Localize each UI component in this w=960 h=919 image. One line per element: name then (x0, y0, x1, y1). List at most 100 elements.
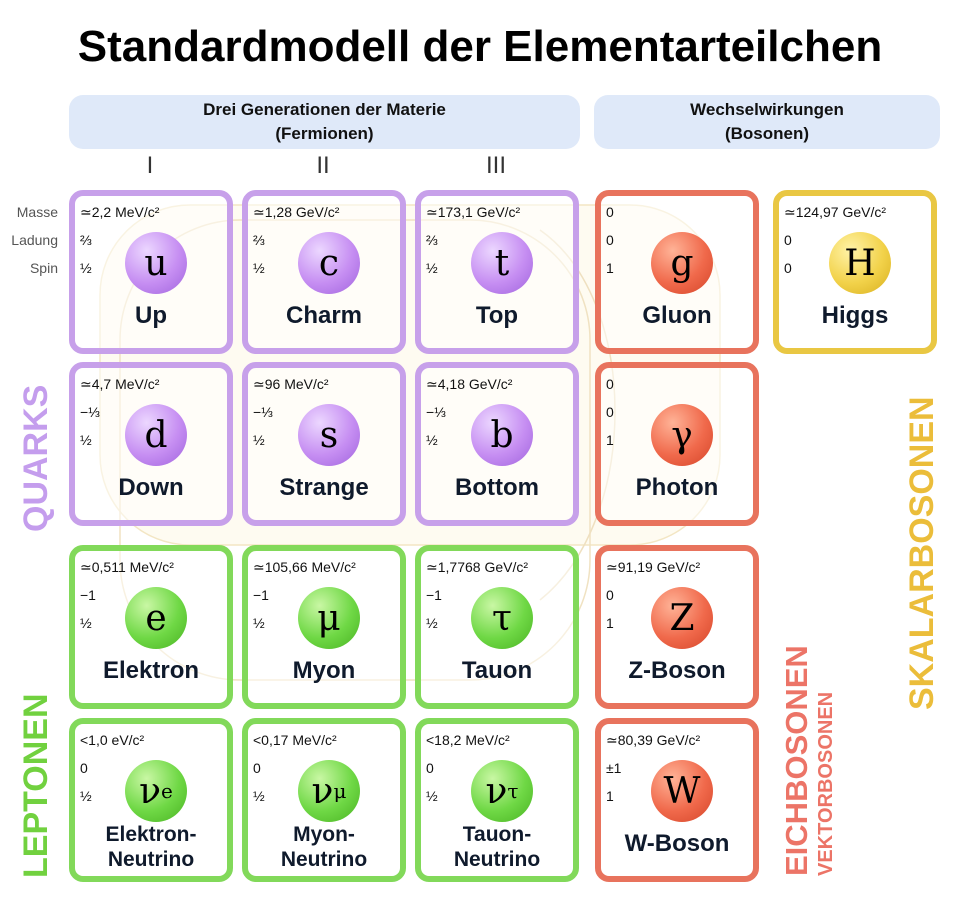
particle-mass: ≃96 MeV/c² (253, 376, 329, 392)
generation-1-label: I (146, 152, 154, 179)
particle-spin: ½ (80, 788, 92, 804)
particle-name-line1: Elektron- (105, 823, 197, 846)
particle-mass: ≃124,97 GeV/c² (784, 204, 887, 220)
particle-spin: ½ (253, 432, 265, 448)
symbol-main: ν (139, 770, 162, 812)
symbol-main: ν (311, 770, 334, 812)
particle-mass: ≃173,1 GeV/c² (426, 204, 521, 220)
particle-name: Charm (285, 302, 363, 329)
particle-name-line2: Neutrino (107, 848, 195, 871)
particle-spin: ½ (253, 615, 265, 631)
particle-name: Z-Boson (628, 657, 726, 684)
particle-charge: 0 (80, 760, 88, 776)
bosons-header-line1: Wechselwirkungen (690, 100, 844, 119)
particle-symbol: b (471, 404, 533, 466)
particle-card-electron[interactable]: ≃0,511 MeV/c² −1 ½ e Elektron (69, 545, 233, 709)
particle-spin: ½ (426, 260, 438, 276)
particle-symbol: γ (651, 404, 713, 466)
symbol-main: ν (485, 770, 508, 812)
particle-charge: −⅓ (253, 404, 273, 420)
particle-name: Myon-Neutrino (248, 822, 400, 872)
particle-card-bottom[interactable]: ≃4,18 GeV/c² −⅓ ½ b Bottom (415, 362, 579, 526)
particle-spin: ½ (253, 788, 265, 804)
particle-charge: −⅓ (426, 404, 446, 420)
particle-name: Top (475, 302, 519, 329)
particle-charge: ⅔ (80, 232, 92, 248)
particle-card-muon[interactable]: ≃105,66 MeV/c² −1 ½ μ Myon (242, 545, 406, 709)
particle-spin: ½ (426, 788, 438, 804)
particle-symbol: Z (651, 587, 713, 649)
particle-charge: ⅔ (426, 232, 438, 248)
particle-name-line2: Neutrino (280, 848, 368, 871)
particle-spin: 1 (606, 260, 614, 276)
particle-card-strange[interactable]: ≃96 MeV/c² −⅓ ½ s Strange (242, 362, 406, 526)
particle-name: Photon (635, 474, 719, 501)
particle-mass: 0 (606, 376, 614, 392)
particle-name: Down (118, 474, 184, 501)
particle-card-photon[interactable]: 0 0 1 γ Photon (595, 362, 759, 526)
scalar-bosons-group-label: SKALARBOSONEN (903, 396, 941, 710)
particle-name: Myon (292, 657, 356, 684)
particle-charge: 0 (253, 760, 261, 776)
particle-symbol: e (125, 587, 187, 649)
particle-name: Elektron (102, 657, 200, 684)
symbol-subscript: μ (333, 779, 347, 803)
fermions-header-line1: Drei Generationen der Materie (203, 100, 446, 119)
particle-spin: 1 (606, 432, 614, 448)
particle-name-line1: Tauon- (462, 823, 532, 846)
bosons-header-line2: (Bosonen) (724, 124, 810, 143)
particle-symbol: μ (298, 587, 360, 649)
particle-name: Strange (279, 474, 369, 501)
particle-charge: −1 (253, 587, 269, 603)
particle-mass: ≃4,18 GeV/c² (426, 376, 513, 392)
particle-symbol: t (471, 232, 533, 294)
particle-mass: ≃80,39 GeV/c² (606, 732, 701, 748)
generation-2-label: II (316, 152, 330, 179)
particle-charge: 0 (606, 404, 614, 420)
symbol-subscript: e (161, 779, 173, 803)
particle-spin: ½ (253, 260, 265, 276)
charge-row-label: Ladung (11, 232, 58, 248)
particle-mass: <0,17 MeV/c² (253, 732, 337, 748)
particle-card-z-boson[interactable]: ≃91,19 GeV/c² 0 1 Z Z-Boson (595, 545, 759, 709)
particle-mass: <1,0 eV/c² (80, 732, 145, 748)
particle-charge: −1 (80, 587, 96, 603)
particle-card-charm[interactable]: ≃1,28 GeV/c² ⅔ ½ c Charm (242, 190, 406, 354)
vector-bosons-group-label: VEKTORBOSONEN (815, 691, 837, 876)
particle-card-higgs[interactable]: ≃124,97 GeV/c² 0 0 H Higgs (773, 190, 937, 354)
symbol-subscript: τ (507, 779, 519, 803)
generation-3-label: III (485, 152, 506, 179)
particle-name: Elektron-Neutrino (75, 822, 227, 872)
particle-symbol: g (651, 232, 713, 294)
particle-spin: ½ (80, 260, 92, 276)
particle-spin: ½ (426, 432, 438, 448)
particle-card-w-boson[interactable]: ≃80,39 GeV/c² ±1 1 W W-Boson (595, 718, 759, 882)
quarks-group-label: QUARKS (17, 384, 55, 532)
particle-symbol: u (125, 232, 187, 294)
particle-card-down[interactable]: ≃4,7 MeV/c² −⅓ ½ d Down (69, 362, 233, 526)
particle-card-top[interactable]: ≃173,1 GeV/c² ⅔ ½ t Top (415, 190, 579, 354)
particle-spin: ½ (80, 432, 92, 448)
particle-spin: ½ (426, 615, 438, 631)
particle-card-tau[interactable]: ≃1,7768 GeV/c² −1 ½ τ Tauon (415, 545, 579, 709)
particle-symbol: W (651, 760, 713, 822)
leptons-group-label: LEPTONEN (17, 693, 55, 878)
particle-mass: ≃1,28 GeV/c² (253, 204, 340, 220)
particle-spin: 1 (606, 788, 614, 804)
particle-spin: 1 (606, 615, 614, 631)
particle-symbol: d (125, 404, 187, 466)
spin-row-label: Spin (29, 260, 58, 276)
particle-mass: <18,2 MeV/c² (426, 732, 510, 748)
particle-mass: ≃0,511 MeV/c² (80, 559, 174, 575)
particle-card-gluon[interactable]: 0 0 1 g Gluon (595, 190, 759, 354)
particle-charge: ⅔ (253, 232, 265, 248)
particle-card-up[interactable]: ≃2,2 MeV/c² ⅔ ½ u Up (69, 190, 233, 354)
particle-mass: ≃1,7768 GeV/c² (426, 559, 529, 575)
particle-name: Gluon (642, 302, 712, 329)
